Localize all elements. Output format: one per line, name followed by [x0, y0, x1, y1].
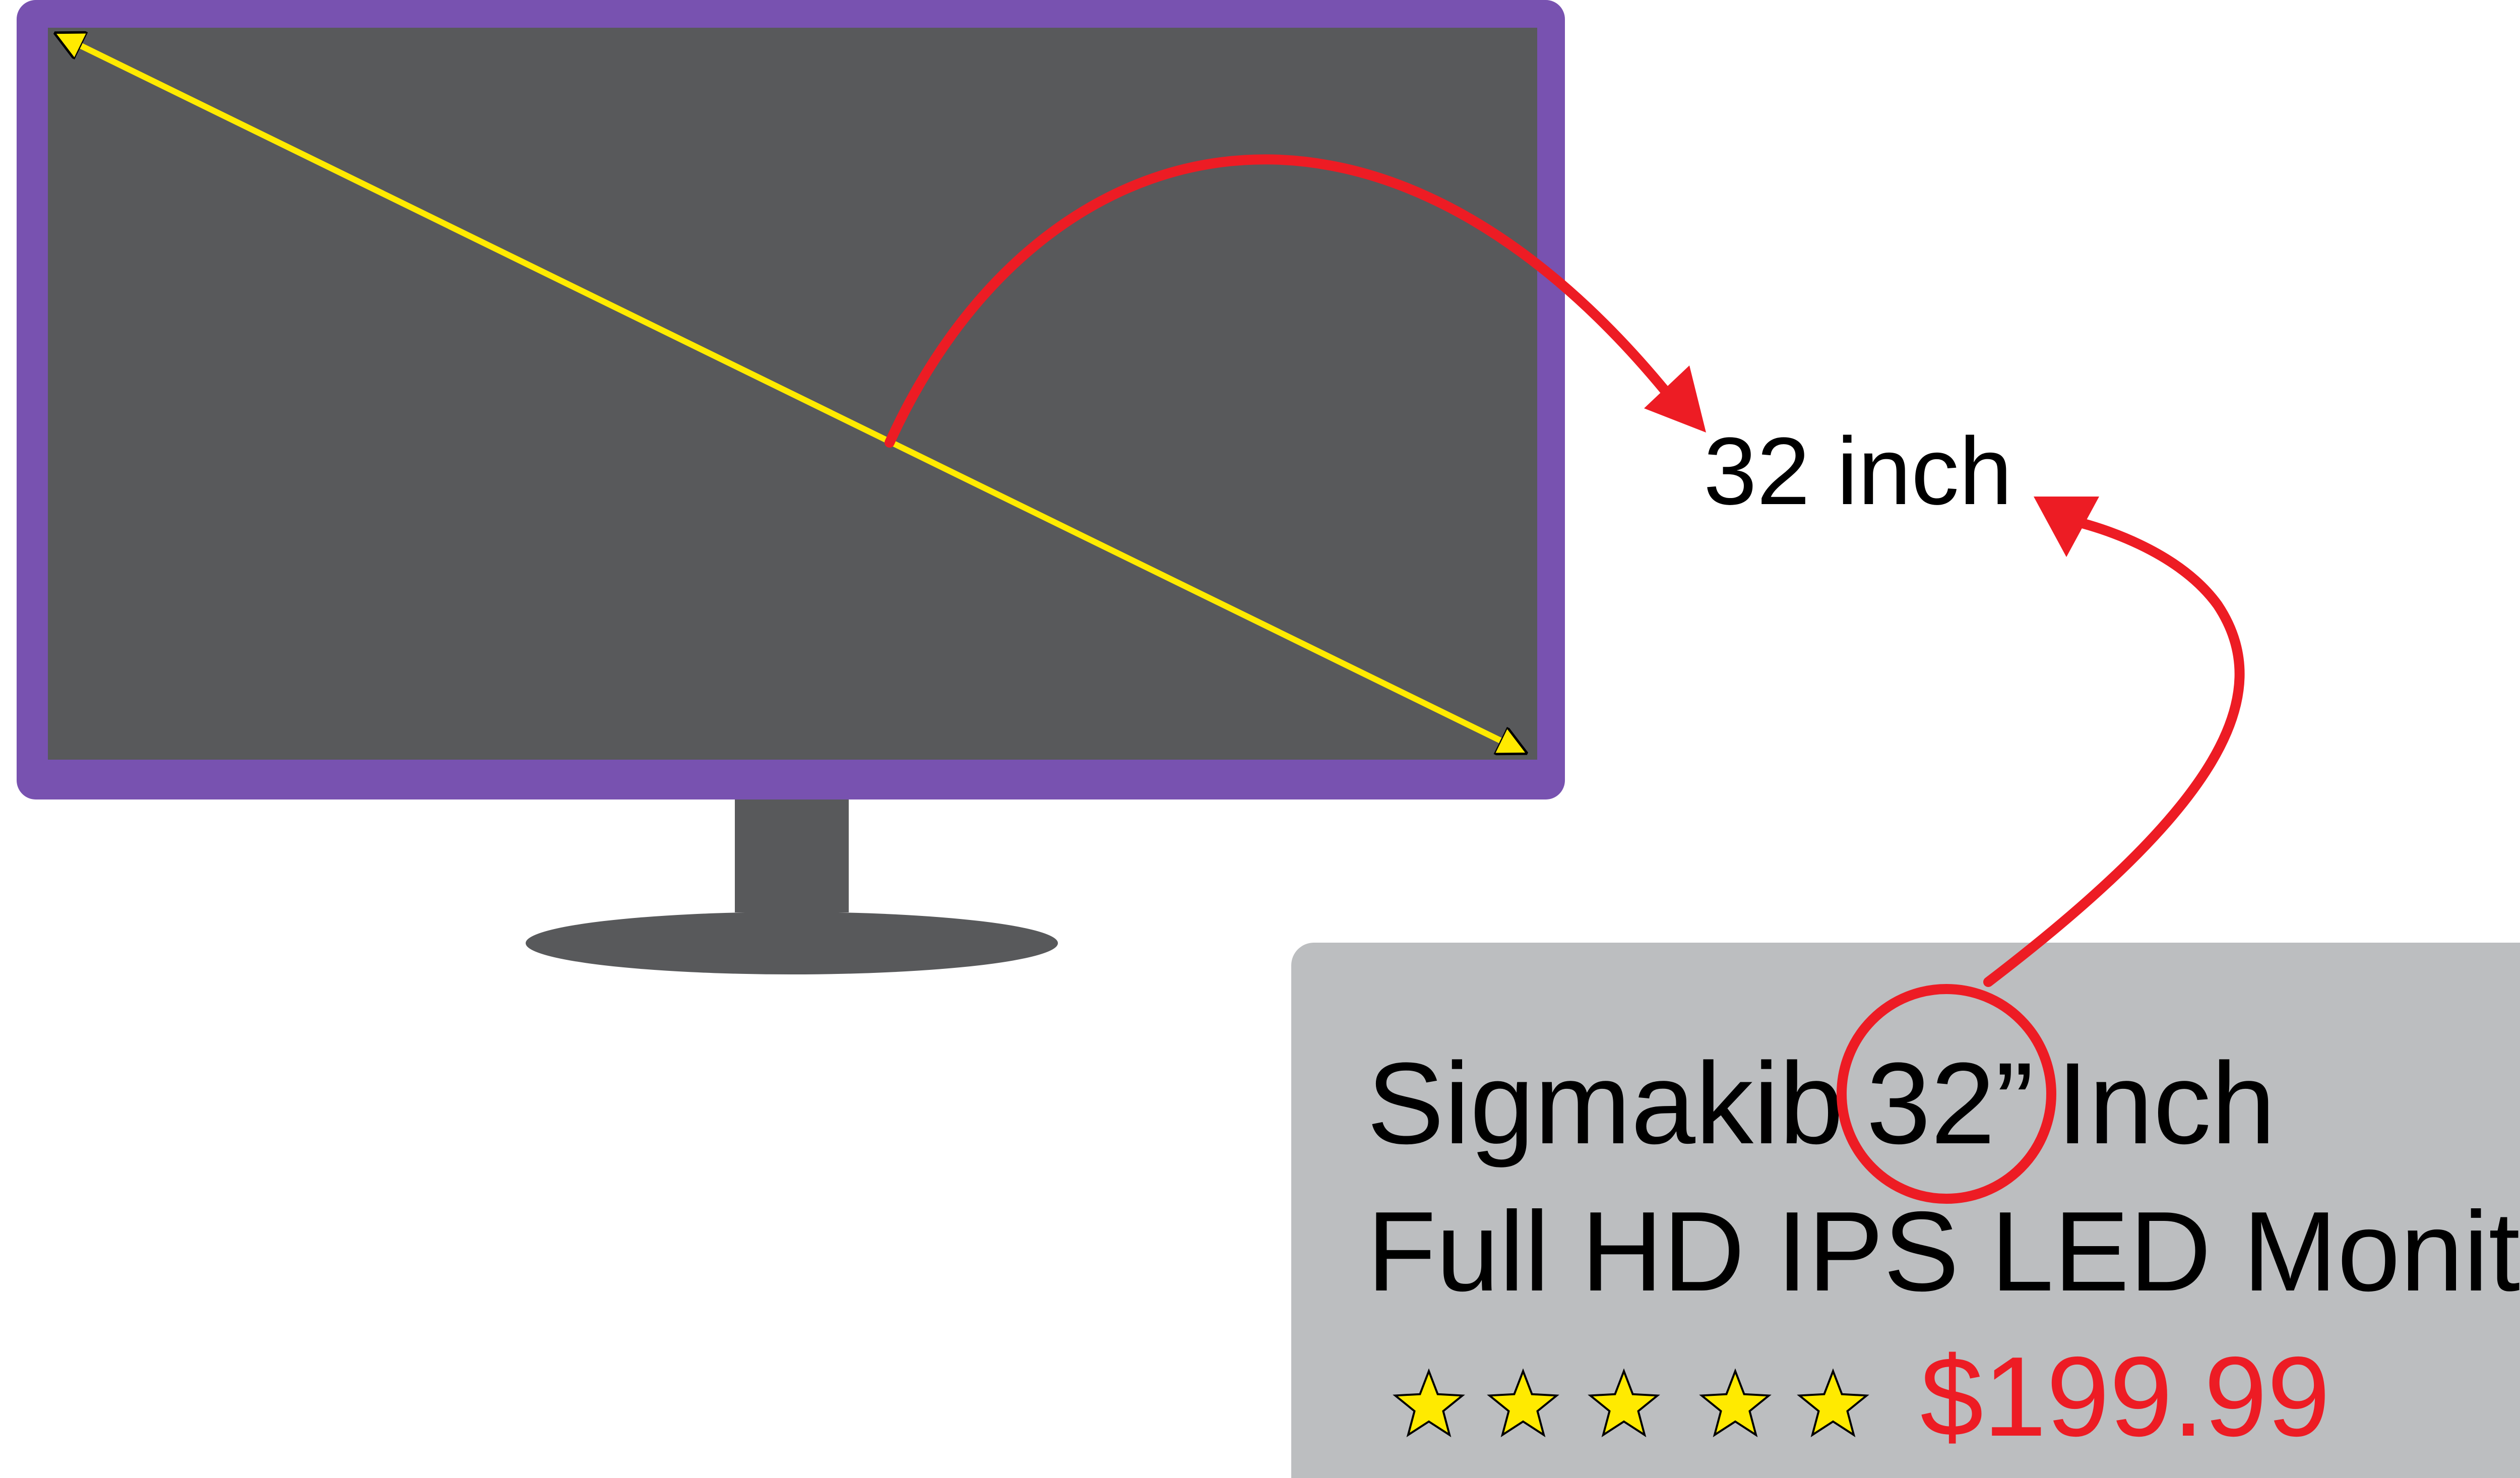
size-label: 32 inch: [1704, 418, 2012, 525]
size-callout-arrow: [885, 154, 1706, 448]
product-title-line-2: Full HD IPS LED Monitor.: [1367, 1188, 2520, 1315]
product-callout-arrowhead: [2034, 497, 2099, 557]
monitor-stand-neck: [735, 786, 849, 912]
diagonal-measurement-arrow: [59, 35, 1522, 751]
rating-star: [1588, 1368, 1660, 1438]
size-highlight-circle: [1837, 984, 2056, 1204]
product-price: $199.99: [1920, 1333, 2330, 1460]
product-size: 32”: [1866, 1038, 2034, 1168]
product-card-background: [1291, 943, 2520, 1478]
rating-star: [1487, 1368, 1559, 1438]
rating-star: [1699, 1368, 1772, 1438]
product-title-inch: Inch: [2056, 1038, 2276, 1168]
rating-star: [1797, 1368, 1869, 1438]
rating-stars: [1393, 1368, 1869, 1438]
product-brand: Sigmakib: [1367, 1038, 1844, 1168]
product-callout-arrow: [1983, 497, 2245, 987]
monitor: [17, 0, 1565, 974]
monitor-stand-base: [526, 912, 1058, 974]
size-callout-arrowhead: [1644, 365, 1706, 433]
rating-star: [1393, 1368, 1465, 1438]
